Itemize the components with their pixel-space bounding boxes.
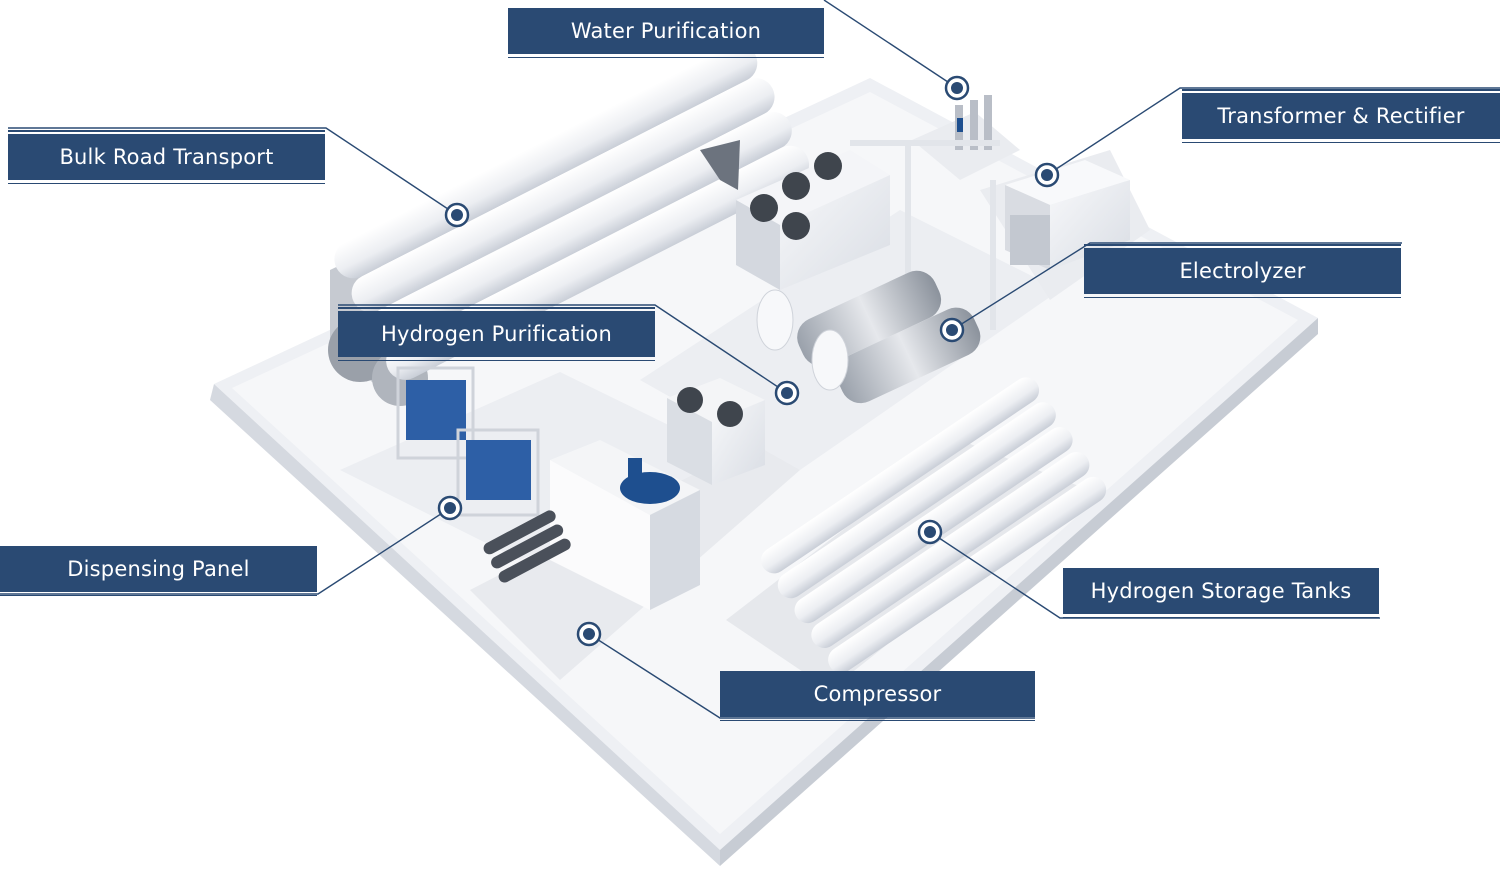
hydrogen-storage-tank-bundle <box>761 377 1107 673</box>
label-hydrogen-purification[interactable]: Hydrogen Purification <box>338 307 655 361</box>
label-compressor[interactable]: Compressor <box>720 671 1035 721</box>
dispensing-panel-racks <box>396 366 540 517</box>
target-marker-icon[interactable] <box>774 380 800 406</box>
target-marker-icon[interactable] <box>576 621 602 647</box>
label-dispensing-panel[interactable]: Dispensing Panel <box>0 546 317 596</box>
label-transformer-rectifier[interactable]: Transformer & Rectifier <box>1182 89 1500 143</box>
callout-leader-lines <box>0 0 1500 719</box>
target-marker-icon[interactable] <box>939 317 965 343</box>
label-bulk-road-transport[interactable]: Bulk Road Transport <box>8 130 325 184</box>
label-electrolyzer[interactable]: Electrolyzer <box>1084 244 1401 298</box>
target-marker-icon[interactable] <box>944 75 970 101</box>
leader-hydrogen-storage-tanks <box>929 531 1380 619</box>
electrolyzer-skid <box>736 140 1000 404</box>
water-purification-unit <box>955 95 992 150</box>
target-marker-icon[interactable] <box>437 495 463 521</box>
label-hydrogen-storage-tanks[interactable]: Hydrogen Storage Tanks <box>1063 568 1379 618</box>
target-marker-icon[interactable] <box>1034 162 1060 188</box>
leader-bulk-road-transport <box>8 127 458 216</box>
callout-markers <box>437 75 1060 647</box>
leader-water-purification <box>823 0 958 89</box>
leader-dispensing-panel <box>0 507 451 595</box>
target-marker-icon[interactable] <box>917 519 943 545</box>
transformer-rectifier-cabinets <box>1005 160 1130 270</box>
compressor-unit <box>483 378 765 610</box>
leader-hydrogen-purification <box>338 304 788 394</box>
leader-electrolyzer <box>951 242 1402 331</box>
leader-transformer-rectifier <box>1046 87 1500 176</box>
target-marker-icon[interactable] <box>444 202 470 228</box>
leader-compressor <box>588 633 1035 719</box>
label-water-purification[interactable]: Water Purification <box>508 8 824 58</box>
